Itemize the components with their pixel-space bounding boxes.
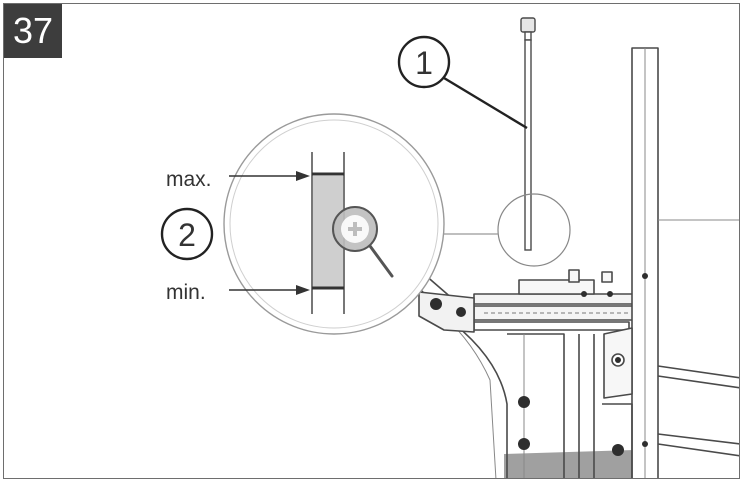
detail-zoom-view [223,113,445,335]
zoom-in-icon [332,206,394,278]
dipstick-handle [520,17,536,33]
bolt [607,291,613,297]
bolt [612,444,624,456]
bolt [642,441,648,447]
dipstick [520,17,536,251]
dipstick-rod [524,39,532,251]
min-label: min. [166,281,206,304]
callout-2: 2 [160,207,214,261]
oil-sump [504,450,634,478]
bolt [456,307,466,317]
figure-number-badge: 37 [4,4,62,58]
callout-1: 1 [397,35,528,130]
callout-1-number: 1 [415,45,433,81]
engine-assembly [413,47,739,478]
bolt [581,291,587,297]
callout-2-number: 2 [178,217,196,253]
dipstick-diagram: max. min. 1 2 [160,17,739,478]
bolt [642,273,648,279]
detail-circle-inner [229,119,439,329]
level-arrows [229,171,310,295]
bolt [430,298,442,310]
bolt [518,396,530,408]
detail-source-circle [497,193,571,267]
figure-frame: max. min. 1 2 37 [3,3,740,479]
bolt [518,438,530,450]
max-label: max. [166,168,212,191]
